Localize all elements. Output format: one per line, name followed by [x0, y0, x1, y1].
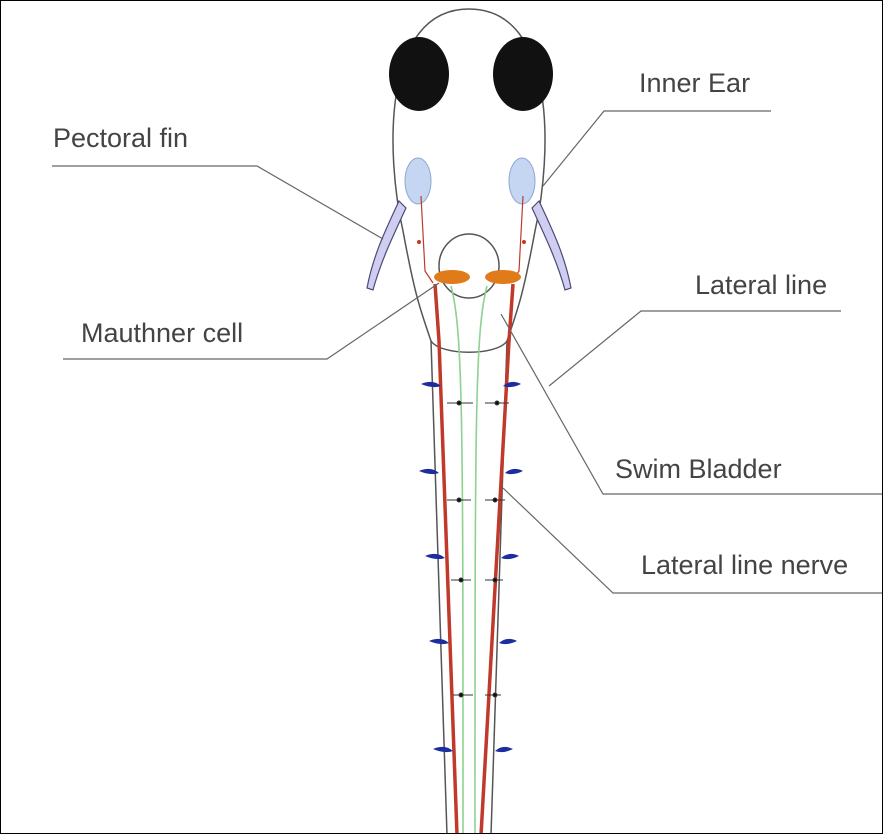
right-pectoral-fin	[532, 201, 571, 290]
left-ear-red-dot	[417, 240, 421, 244]
neuromast	[433, 747, 453, 752]
lateral-line-leader	[549, 311, 841, 386]
right-inner-ear	[509, 158, 535, 204]
pectoral-fin-leader	[52, 166, 383, 239]
neuromast	[499, 639, 517, 644]
neuromast	[495, 747, 513, 752]
neuromast	[429, 639, 449, 644]
label-inner-ear: Inner Ear	[639, 68, 750, 98]
swim-bladder-shape	[439, 234, 499, 298]
right-mauthner-cell	[485, 270, 521, 284]
neuromast	[419, 469, 439, 474]
inner-ear-leader	[543, 111, 771, 186]
right-ear-red-dot	[522, 240, 526, 244]
lateral-line-nerve	[451, 286, 487, 834]
fish-body-outline	[393, 9, 545, 834]
label-swim-bladder: Swim Bladder	[615, 454, 782, 484]
neuromast	[425, 554, 445, 559]
neuromast	[421, 382, 441, 387]
left-inner-ear	[405, 158, 431, 204]
left-eye	[389, 37, 449, 111]
left-mauthner-cell	[434, 270, 470, 284]
left-pectoral-fin	[367, 201, 406, 290]
label-lateral-line: Lateral line	[695, 270, 827, 300]
right-eye	[493, 37, 553, 111]
neuromast	[505, 469, 523, 474]
label-mauthner-cell: Mauthner cell	[81, 318, 243, 348]
label-lateral-line-nerve: Lateral line nerve	[641, 550, 848, 580]
label-pectoral-fin: Pectoral fin	[53, 123, 188, 153]
neuromast	[501, 554, 519, 559]
